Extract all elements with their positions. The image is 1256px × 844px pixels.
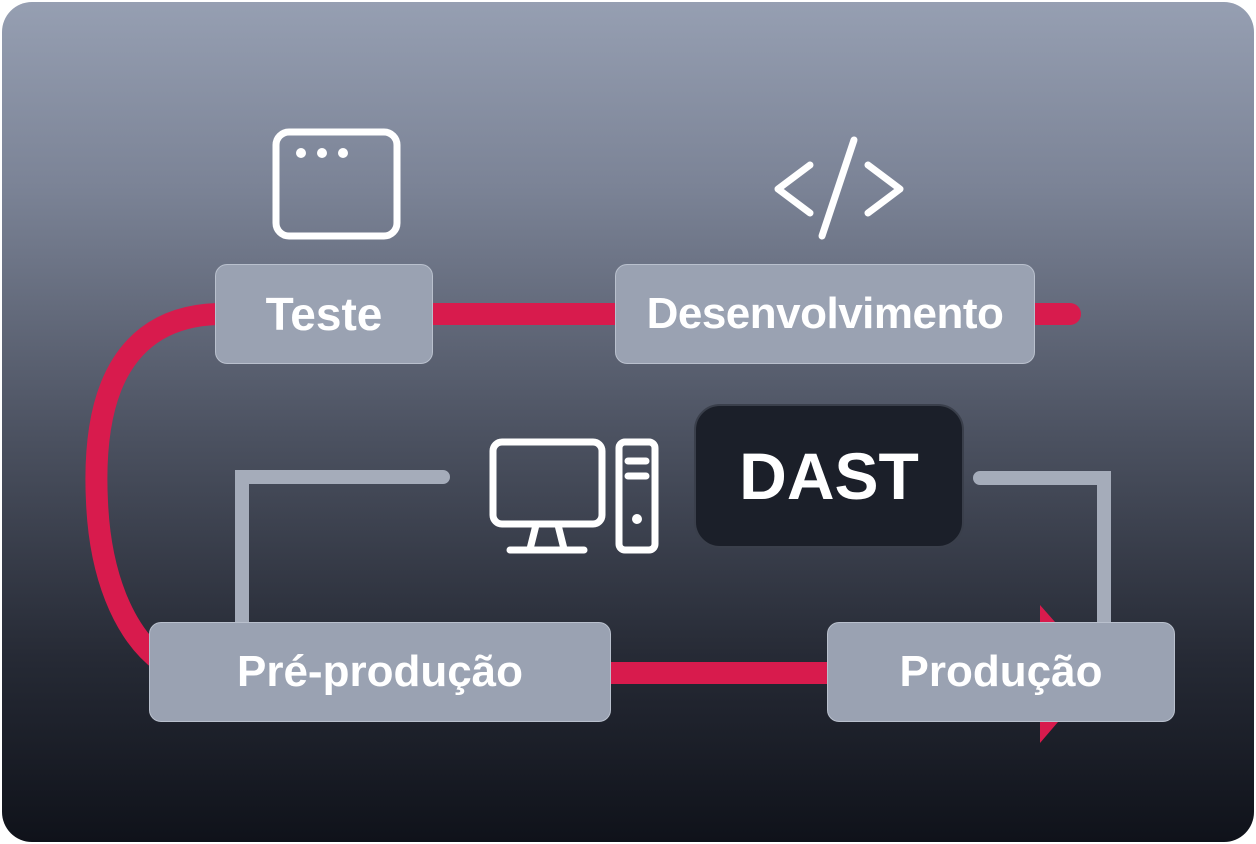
browser-window-icon xyxy=(272,128,401,240)
stage-producao: Produção xyxy=(827,622,1175,722)
stage-producao-label: Produção xyxy=(899,647,1103,696)
stage-desenvolvimento: Desenvolvimento xyxy=(615,264,1035,364)
flow-line-teste-to-pre xyxy=(85,303,228,673)
stage-pre-producao-label: Pré-produção xyxy=(236,647,524,696)
stage-desenvolvimento-label: Desenvolvimento xyxy=(646,289,1004,338)
stage-teste-label: Teste xyxy=(265,288,383,340)
dast-badge: DAST xyxy=(694,404,964,548)
stage-teste: Teste xyxy=(215,264,433,364)
code-brackets-icon xyxy=(774,136,904,240)
stage-pre-producao: Pré-produção xyxy=(149,622,611,722)
dast-label: DAST xyxy=(739,439,919,513)
feedback-line-right xyxy=(973,471,1111,634)
desktop-computer-icon xyxy=(489,438,659,554)
feedback-line-left xyxy=(235,470,450,634)
